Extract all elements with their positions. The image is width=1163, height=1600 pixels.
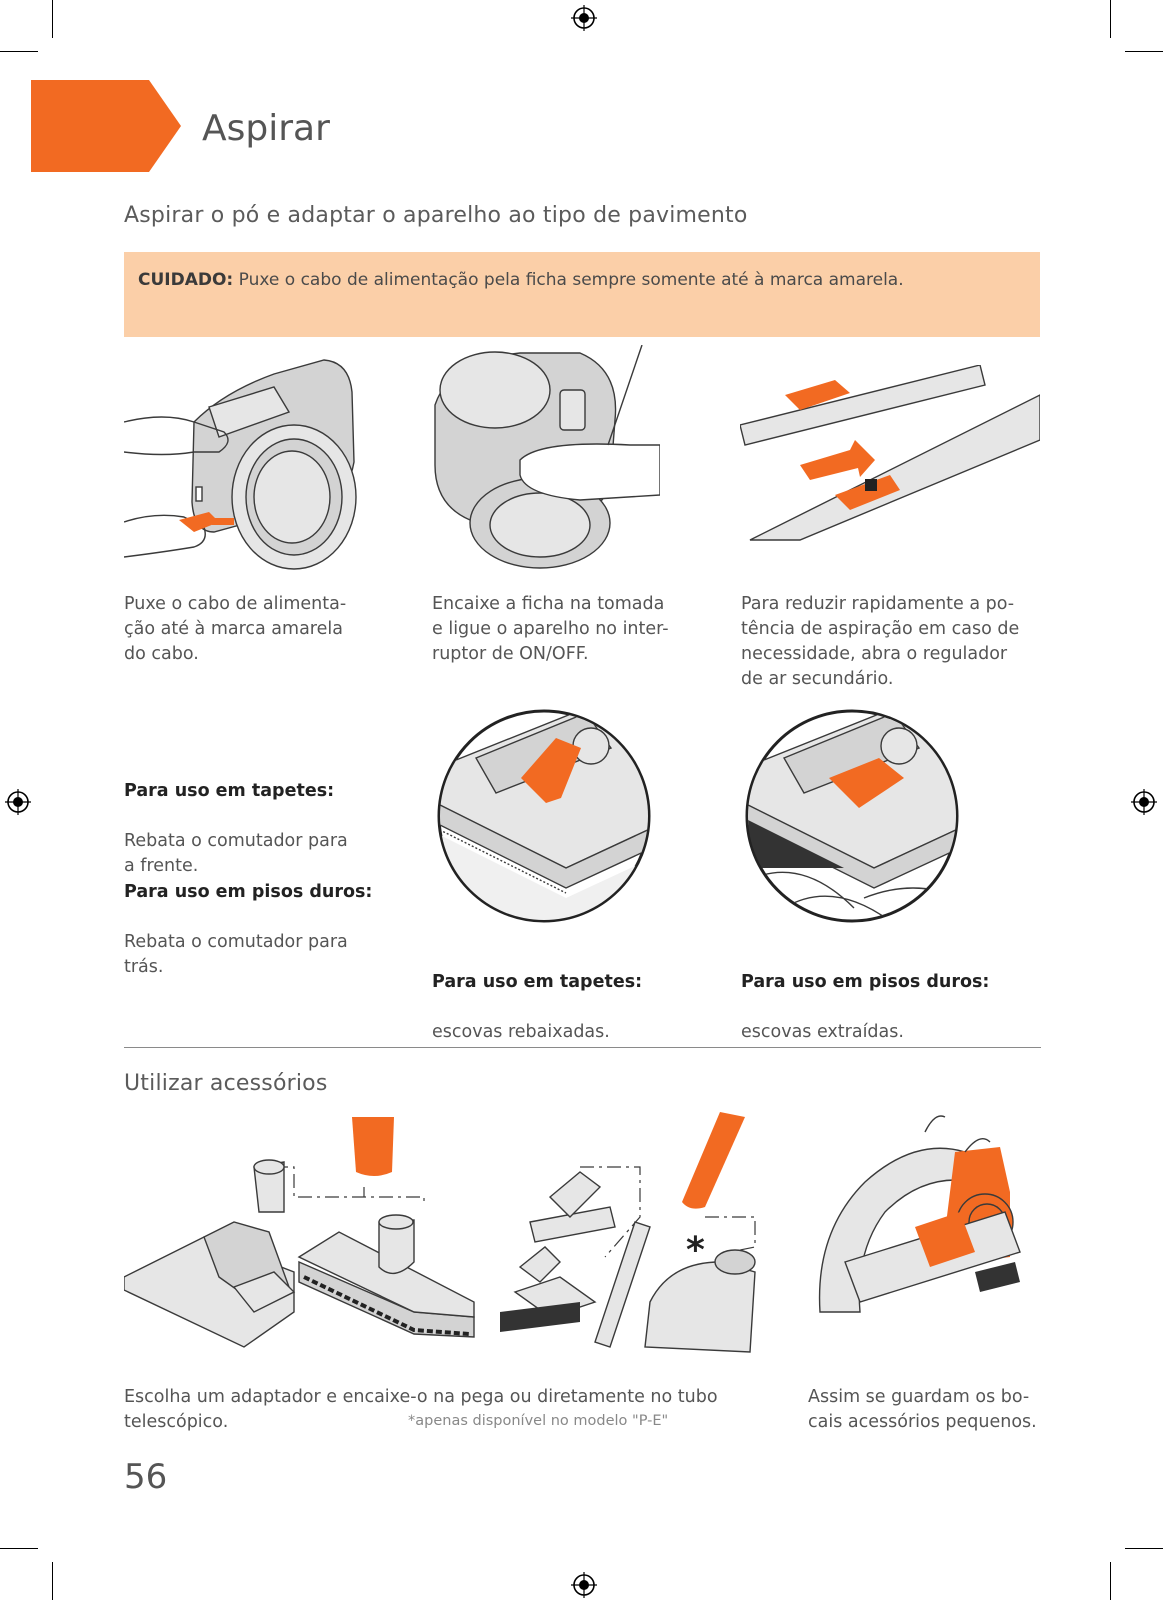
model-note: *apenas disponível no modelo "P-E" [408, 1413, 669, 1429]
caution-text: CUIDADO: Puxe o cabo de alimentação pela… [138, 270, 904, 290]
crop-mark [1110, 0, 1111, 38]
crop-mark [52, 0, 53, 38]
carpet-text: Rebata o comutador para a frente. [124, 831, 348, 876]
crop-mark [52, 1562, 53, 1600]
section-divider [124, 1047, 1041, 1048]
step2-caption: Encaixe a ficha na tomada e ligue o apar… [432, 594, 669, 664]
hard-floor-instructions: Para uso em pisos duros: Rebata o comuta… [124, 855, 374, 1005]
hard-floor-title: Para uso em pisos duros: [124, 882, 373, 902]
carpet-title: Para uso em tapetes: [124, 781, 335, 801]
registration-mark-icon [1131, 789, 1157, 815]
crop-mark [1110, 1562, 1111, 1600]
caution-message: Puxe o cabo de alimentação pela ficha se… [233, 270, 904, 290]
illustration-hard-floor-switch [745, 709, 959, 923]
illustration-floor-nozzles [124, 1117, 475, 1348]
hard-floor-caption-text: escovas extraídas. [741, 1022, 904, 1042]
illustration-accessory-storage [818, 1115, 1021, 1313]
caution-box: CUIDADO: Puxe o cabo de alimentação pela… [124, 252, 1040, 337]
registration-mark-icon [571, 5, 597, 31]
hard-floor-caption-title: Para uso em pisos duros: [741, 972, 990, 992]
accessories-caption: Escolha um adaptador e encaixe-o na pega… [124, 1387, 718, 1432]
illustration-small-nozzles [500, 1112, 756, 1353]
crop-mark [0, 1548, 38, 1549]
page-title: Aspirar [202, 108, 330, 149]
illustration-air-regulator [740, 365, 1040, 541]
crop-mark [1125, 1548, 1163, 1549]
step1-caption: Puxe o cabo de alimenta- ção até à marca… [124, 594, 347, 664]
carpet-caption: Para uso em tapetes: escovas rebaixadas. [432, 945, 702, 1070]
illustration-pull-cord [124, 359, 357, 570]
caution-label: CUIDADO: [138, 270, 234, 290]
crop-mark [1125, 51, 1163, 52]
registration-mark-icon [5, 789, 31, 815]
carpet-caption-text: escovas rebaixadas. [432, 1022, 610, 1042]
page-number: 56 [124, 1457, 168, 1497]
asterisk-marker: * [686, 1230, 705, 1271]
illustration-carpet-switch [437, 709, 651, 923]
section-heading-accessories: Utilizar acessórios [124, 1071, 328, 1096]
illustration-power-switch [434, 345, 660, 569]
step3-caption: Para reduzir rapidamente a po- tência de… [741, 594, 1020, 689]
section-heading: Aspirar o pó e adaptar o aparelho ao tip… [124, 203, 748, 228]
storage-caption: Assim se guardam os bo- cais acessórios … [808, 1387, 1037, 1432]
registration-mark-icon [571, 1572, 597, 1598]
hard-floor-caption: Para uso em pisos duros: escovas extraíd… [741, 945, 1021, 1070]
carpet-instructions: Para uso em tapetes: Rebata o comutador … [124, 754, 374, 904]
crop-mark [0, 51, 38, 52]
section-tab-arrow [31, 80, 181, 172]
carpet-caption-title: Para uso em tapetes: [432, 972, 643, 992]
hard-floor-text: Rebata o comutador para trás. [124, 932, 348, 977]
